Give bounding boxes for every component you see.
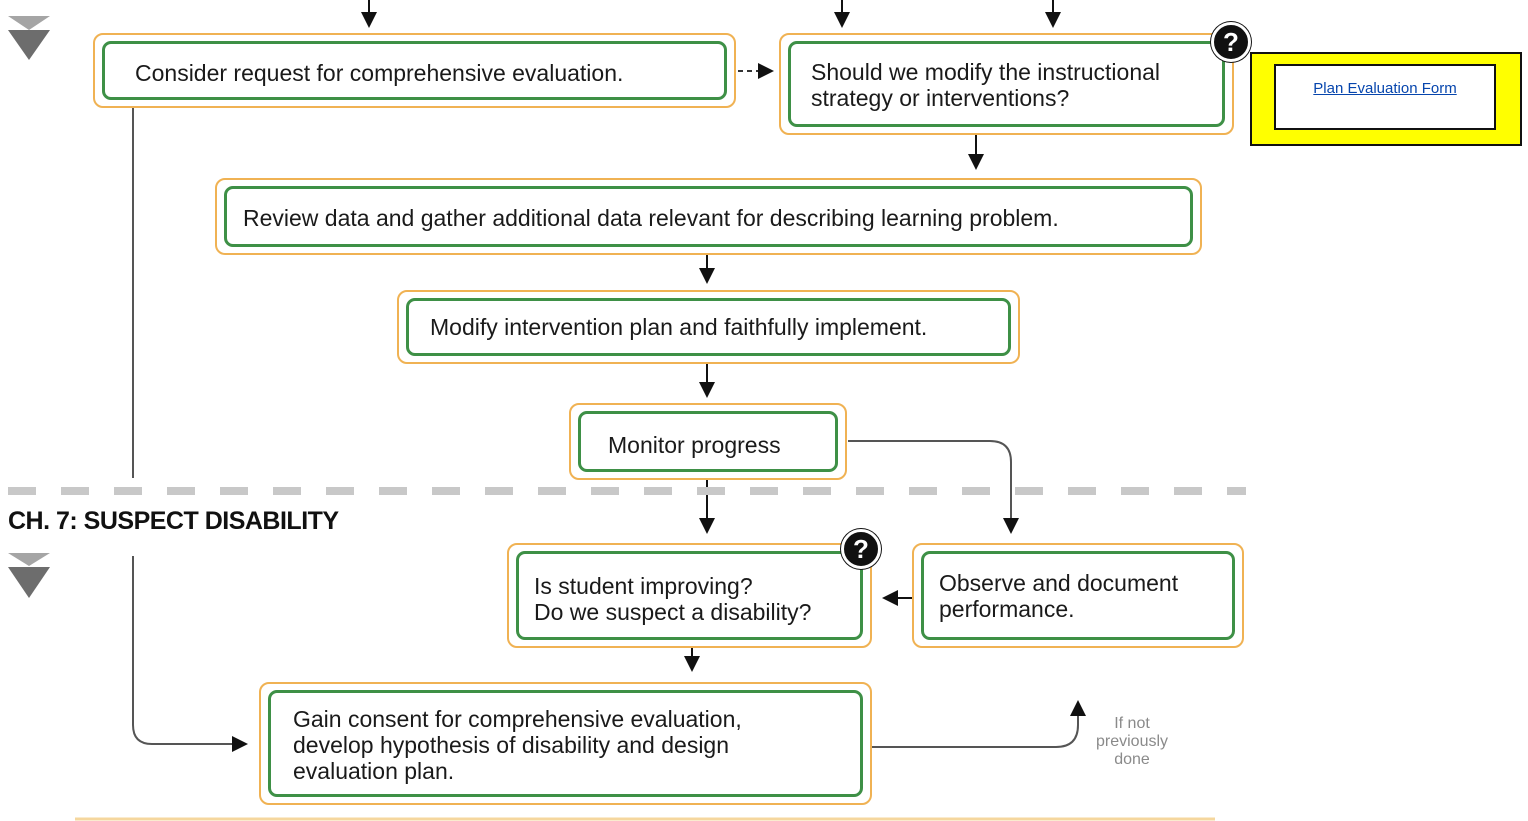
- review-data-inner: [224, 186, 1193, 247]
- review-data-text: Review data and gather additional data r…: [243, 205, 1059, 231]
- improving-line1: Is student improving?: [534, 573, 753, 599]
- observe-node: Observe and document performance.: [912, 543, 1244, 648]
- modify-strategy-line1: Should we modify the instructional: [811, 59, 1161, 85]
- section-heading-ch7: CH. 7: SUSPECT DISABILITY: [8, 507, 339, 535]
- modify-strategy-node: Should we modify the instructional strat…: [779, 33, 1234, 135]
- modify-plan-inner: [406, 298, 1011, 356]
- consider-request-node: Consider request for comprehensive evalu…: [93, 33, 736, 108]
- consider-request-inner: [102, 41, 727, 100]
- help-icon-improving[interactable]: ?: [841, 529, 881, 569]
- modify-plan-text: Modify intervention plan and faithfully …: [430, 314, 928, 340]
- help-icon-modify[interactable]: ?: [1211, 22, 1251, 62]
- if-not-done-note: If not previously done: [1082, 715, 1182, 769]
- arrow-consent-to-note: [872, 700, 1086, 748]
- modify-strategy-inner: [788, 41, 1225, 127]
- improving-node: Is student improving? Do we suspect a di…: [507, 543, 872, 648]
- improving-inner: [516, 551, 863, 640]
- monitor-progress-text: Monitor progress: [608, 432, 781, 458]
- observe-line2: performance.: [939, 596, 1075, 622]
- consent-line3: evaluation plan.: [293, 758, 455, 784]
- modify-strategy-line2: strategy or interventions?: [811, 85, 1070, 111]
- plan-evaluation-form-link[interactable]: Plan Evaluation Form: [1313, 80, 1457, 97]
- improving-line2: Do we suspect a disability?: [534, 599, 812, 625]
- monitor-progress-inner: [578, 411, 838, 472]
- consent-line1: Gain consent for comprehensive evaluatio…: [293, 706, 742, 732]
- consider-request-text: Consider request for comprehensive evalu…: [135, 60, 624, 86]
- review-data-node: Review data and gather additional data r…: [215, 178, 1202, 255]
- observe-inner: [921, 551, 1235, 640]
- arrow-monitor-to-observe: [848, 440, 1019, 534]
- plan-evaluation-form-frame: Plan Evaluation Form: [1274, 64, 1496, 130]
- consent-node: Gain consent for comprehensive evaluatio…: [259, 682, 872, 805]
- consent-inner: [268, 690, 863, 797]
- note-line3: done: [1114, 751, 1150, 768]
- note-line1: If not: [1114, 715, 1150, 732]
- modify-plan-node: Modify intervention plan and faithfully …: [397, 290, 1020, 364]
- section-triangle-icon-ch7: [8, 553, 50, 598]
- note-line2: previously: [1095, 733, 1169, 750]
- monitor-progress-node: Monitor progress: [569, 403, 847, 480]
- arrow-left-to-consent: [132, 556, 248, 752]
- plan-evaluation-form-panel: Plan Evaluation Form: [1250, 52, 1522, 146]
- consent-line2: develop hypothesis of disability and des…: [293, 732, 730, 758]
- section-triangle-icon-top: [8, 16, 50, 60]
- observe-line1: Observe and document: [939, 570, 1179, 596]
